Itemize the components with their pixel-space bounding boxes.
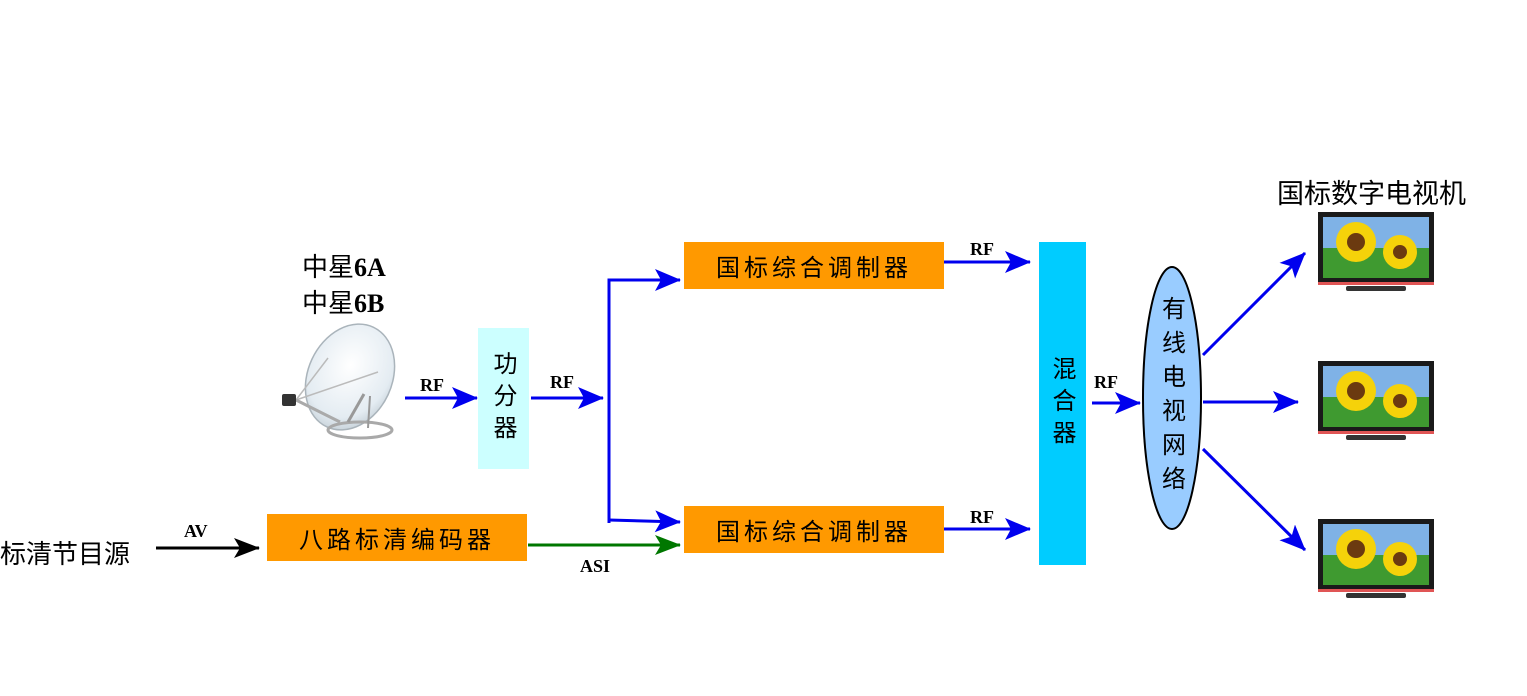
combiner-box: 混合器 [1039, 242, 1086, 565]
rf-sat-label: RF [420, 375, 444, 395]
cable-network-ellipse [1142, 266, 1202, 530]
modulator-box-2: 国标综合调制器 [684, 506, 944, 553]
satellite-2-num: 6B [354, 289, 385, 318]
satellite-label: 中星6A 中星6B [302, 250, 386, 322]
satellite-1-num: 6A [354, 253, 386, 282]
satellite-2-cn: 中星 [302, 289, 355, 319]
rf-mix-label: RF [1094, 372, 1118, 392]
encoder-box: 八路标清编码器 [267, 514, 527, 561]
av-label: AV [184, 521, 208, 541]
rf-mod2-label: RF [970, 507, 994, 527]
tv-icon-3 [1318, 519, 1434, 598]
rf-branch-top [607, 269, 681, 523]
satellite-1-cn: 中星 [302, 253, 355, 283]
asi-label: ASI [580, 556, 611, 576]
satellite-dish-icon [282, 323, 396, 440]
tv-icon-2 [1318, 361, 1434, 440]
net-tv3-arrow [1201, 447, 1307, 552]
rf-branch-bottom [608, 510, 681, 533]
tv-group-title: 国标数字电视机 [1277, 179, 1466, 210]
rf-mod1-label: RF [970, 239, 994, 259]
modulator-box-1: 国标综合调制器 [684, 242, 944, 289]
net-tv1-arrow [1201, 251, 1307, 357]
cable-network-label: 有线电视网络 [1157, 296, 1186, 500]
rf-split-label: RF [550, 372, 574, 392]
power-splitter-box: 功分器 [478, 328, 529, 469]
program-source-label: 标清节目源 [0, 540, 131, 570]
tv-icon-1 [1318, 212, 1434, 291]
